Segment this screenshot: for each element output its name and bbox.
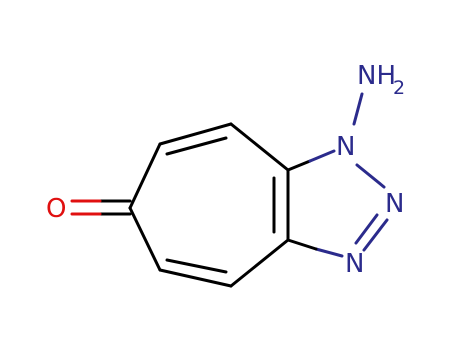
bond-n1-n2 (355, 163, 386, 189)
amino-subscript: 2 (393, 77, 405, 99)
n2-atom-label: N (385, 189, 404, 219)
oxygen-atom-label: O (46, 194, 66, 224)
bond-c4-c3a (229, 122, 290, 172)
bond-n1-nh2 (352, 92, 364, 126)
amino-group-label: NH (357, 61, 396, 91)
n3-atom-label: N (345, 249, 364, 279)
n1-atom-label: N (336, 132, 355, 162)
bond-n3-c7a-c (286, 238, 318, 251)
cycloheptatrienone-ring (128, 122, 290, 288)
bond-c5-c4-inner (165, 136, 228, 156)
bond-n2-n3-inner (354, 213, 379, 245)
bond-c8-c7-inner (165, 258, 228, 274)
bond-c6-c5 (128, 142, 162, 210)
bond-c3a-n1-n (308, 149, 336, 163)
bond-c7-c6 (128, 206, 162, 272)
bond-c5-c4 (158, 122, 233, 146)
bond-n2-n3 (362, 218, 389, 252)
bond-c3a-n1-c (286, 159, 312, 172)
bond-n3-c7a-n (314, 247, 344, 258)
bond-c7a-c8 (229, 238, 290, 288)
bond-c8-c7 (158, 268, 233, 288)
carbonyl-bond (70, 199, 132, 216)
triazole-ring (286, 149, 389, 258)
